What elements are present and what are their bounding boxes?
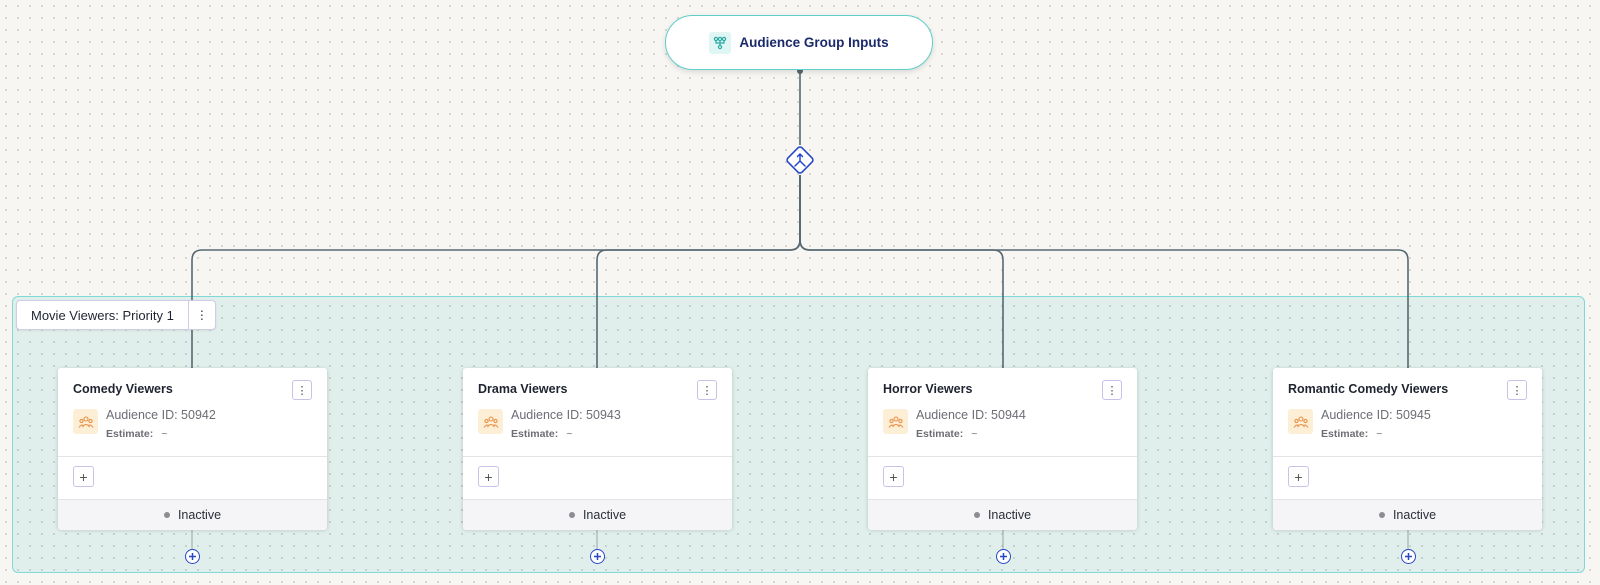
estimate: Estimate: ~: [916, 428, 977, 440]
audience-icon: [883, 409, 908, 434]
group-label[interactable]: Movie Viewers: Priority 1 ⋮: [16, 300, 216, 330]
card-menu-button[interactable]: ⋮: [697, 380, 717, 400]
estimate-label: Estimate:: [511, 428, 559, 440]
estimate: Estimate: ~: [1321, 428, 1382, 440]
audience-id: Audience ID: 50942: [106, 408, 216, 422]
card-title: Romantic Comedy Viewers: [1288, 382, 1449, 396]
estimate: Estimate: ~: [106, 428, 167, 440]
plus-icon: [594, 553, 601, 560]
card-menu-button[interactable]: ⋮: [1507, 380, 1527, 400]
add-step-button[interactable]: +: [883, 466, 904, 487]
add-step-button[interactable]: +: [1288, 466, 1309, 487]
estimate-value: ~: [971, 428, 978, 440]
status-bar: Inactive: [463, 500, 732, 530]
status-bar: Inactive: [1273, 500, 1542, 530]
audience-card-comedy[interactable]: Comedy Viewers ⋮ Audience ID: 50942 Esti…: [58, 368, 327, 530]
add-node-button[interactable]: [1401, 549, 1416, 564]
card-title: Comedy Viewers: [73, 382, 173, 396]
plus-icon: [1405, 553, 1412, 560]
status-bar: Inactive: [868, 500, 1137, 530]
root-node-title: Audience Group Inputs: [739, 35, 889, 50]
card-title: Drama Viewers: [478, 382, 568, 396]
status-dot-icon: [973, 512, 980, 518]
estimate: Estimate: ~: [511, 428, 572, 440]
group-menu-button[interactable]: ⋮: [187, 301, 215, 329]
audience-id: Audience ID: 50943: [511, 408, 621, 422]
audience-icon: [73, 409, 98, 434]
status-dot-icon: [1378, 512, 1385, 518]
status-dot-icon: [163, 512, 170, 518]
split-node[interactable]: [785, 145, 815, 175]
add-node-button[interactable]: [996, 549, 1011, 564]
hierarchy-icon: [709, 31, 732, 54]
estimate-value: ~: [161, 428, 168, 440]
status-bar: Inactive: [58, 500, 327, 530]
card-title: Horror Viewers: [883, 382, 973, 396]
audience-card-horror[interactable]: Horror Viewers ⋮ Audience ID: 50944 Esti…: [868, 368, 1137, 530]
add-node-button[interactable]: [590, 549, 605, 564]
estimate-value: ~: [1376, 428, 1383, 440]
audience-id: Audience ID: 50944: [916, 408, 1026, 422]
group-label-text: Movie Viewers: Priority 1: [31, 307, 174, 323]
card-menu-button[interactable]: ⋮: [1102, 380, 1122, 400]
estimate-label: Estimate:: [1321, 428, 1369, 440]
plus-icon: [189, 553, 196, 560]
audience-icon: [478, 409, 503, 434]
status-text: Inactive: [177, 508, 222, 522]
card-menu-button[interactable]: ⋮: [292, 380, 312, 400]
add-step-button[interactable]: +: [73, 466, 94, 487]
audience-id: Audience ID: 50945: [1321, 408, 1431, 422]
audience-card-romantic-comedy[interactable]: Romantic Comedy Viewers ⋮ Audience ID: 5…: [1273, 368, 1542, 530]
status-text: Inactive: [987, 508, 1032, 522]
audience-icon: [1288, 409, 1313, 434]
status-text: Inactive: [582, 508, 627, 522]
status-dot-icon: [568, 512, 575, 518]
audience-card-drama[interactable]: Drama Viewers ⋮ Audience ID: 50943 Estim…: [463, 368, 732, 530]
status-text: Inactive: [1392, 508, 1437, 522]
add-step-button[interactable]: +: [478, 466, 499, 487]
add-node-button[interactable]: [185, 549, 200, 564]
plus-icon: [1000, 553, 1007, 560]
split-merge-icon: [786, 146, 814, 174]
estimate-label: Estimate:: [916, 428, 964, 440]
estimate-value: ~: [566, 428, 573, 440]
audience-group-inputs-node[interactable]: Audience Group Inputs: [665, 15, 933, 70]
estimate-label: Estimate:: [106, 428, 154, 440]
